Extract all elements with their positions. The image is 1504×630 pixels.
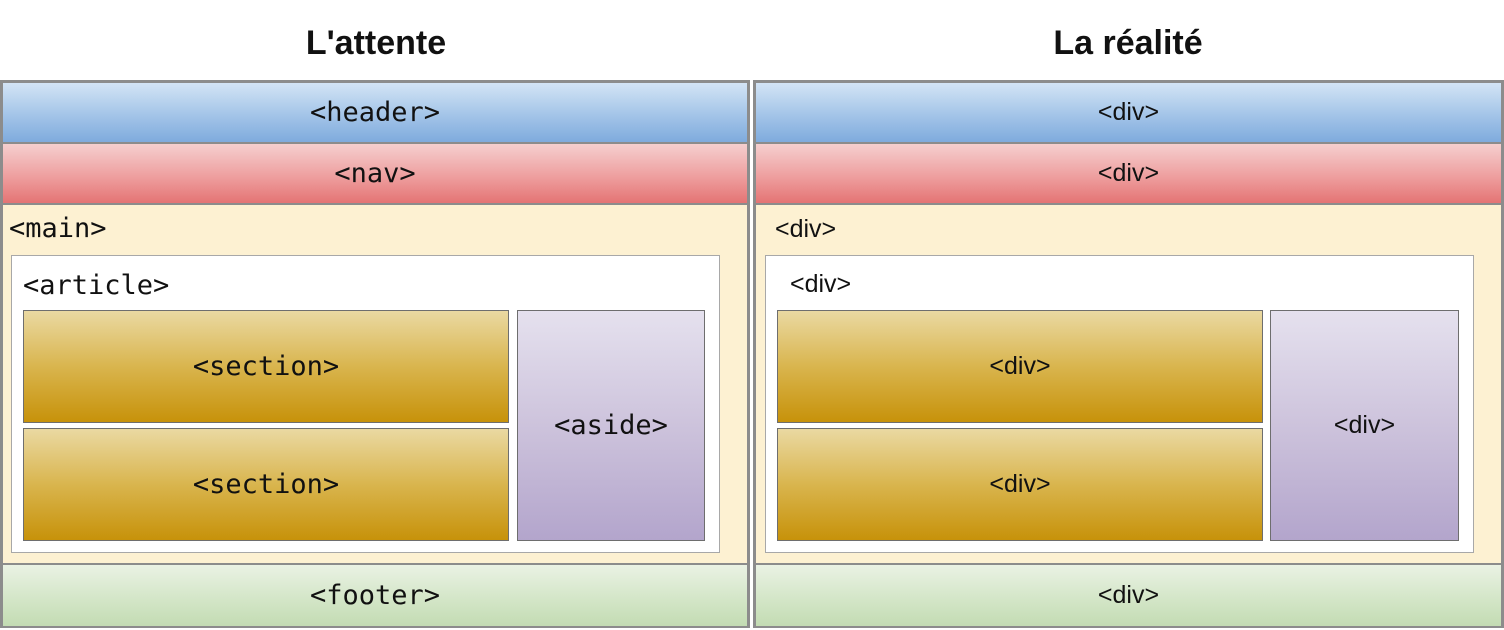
- footer-block: <footer>: [3, 565, 747, 626]
- header-block: <header>: [3, 83, 747, 142]
- div-nav-label: <div>: [1097, 159, 1160, 187]
- div-footer-block: <div>: [756, 565, 1501, 626]
- div-header-block: <div>: [756, 83, 1501, 142]
- expectation-title: L'attente: [305, 24, 447, 62]
- div-main-label: <div>: [775, 215, 837, 243]
- reality-title: La réalité: [1053, 24, 1203, 62]
- div-aside-block: <div>: [1270, 310, 1459, 541]
- article-block: <article> <section> <section> <aside>: [11, 255, 720, 553]
- div-header-label: <div>: [1097, 98, 1160, 126]
- nav-block: <nav>: [3, 144, 747, 203]
- section-label-2: <section>: [192, 469, 340, 500]
- nav-label: <nav>: [334, 158, 416, 189]
- header-label: <header>: [309, 97, 441, 128]
- reality-diagram: <div> <div> <div> <div> <div> <div> <div…: [753, 80, 1504, 628]
- div-article-block: <div> <div> <div> <div>: [765, 255, 1474, 553]
- div-footer-label: <div>: [1097, 581, 1160, 609]
- div-section-block-1: <div>: [777, 310, 1263, 423]
- div-section-label-2: <div>: [989, 470, 1051, 498]
- main-label: <main>: [9, 213, 107, 244]
- section-block-2: <section>: [23, 428, 509, 541]
- div-article-label: <div>: [790, 270, 852, 298]
- section-label-1: <section>: [192, 351, 340, 382]
- aside-label: <aside>: [554, 410, 668, 441]
- footer-label: <footer>: [309, 580, 441, 611]
- div-section-label-1: <div>: [989, 352, 1051, 380]
- div-section-block-2: <div>: [777, 428, 1263, 541]
- section-block-1: <section>: [23, 310, 509, 423]
- div-nav-block: <div>: [756, 144, 1501, 203]
- div-main-block: <div> <div> <div> <div> <div>: [756, 205, 1501, 563]
- expectation-diagram: <header> <nav> <main> <article> <section…: [0, 80, 750, 628]
- main-block: <main> <article> <section> <section> <as…: [3, 205, 747, 563]
- div-aside-label: <div>: [1333, 411, 1396, 439]
- article-label: <article>: [23, 270, 170, 301]
- aside-block: <aside>: [517, 310, 705, 541]
